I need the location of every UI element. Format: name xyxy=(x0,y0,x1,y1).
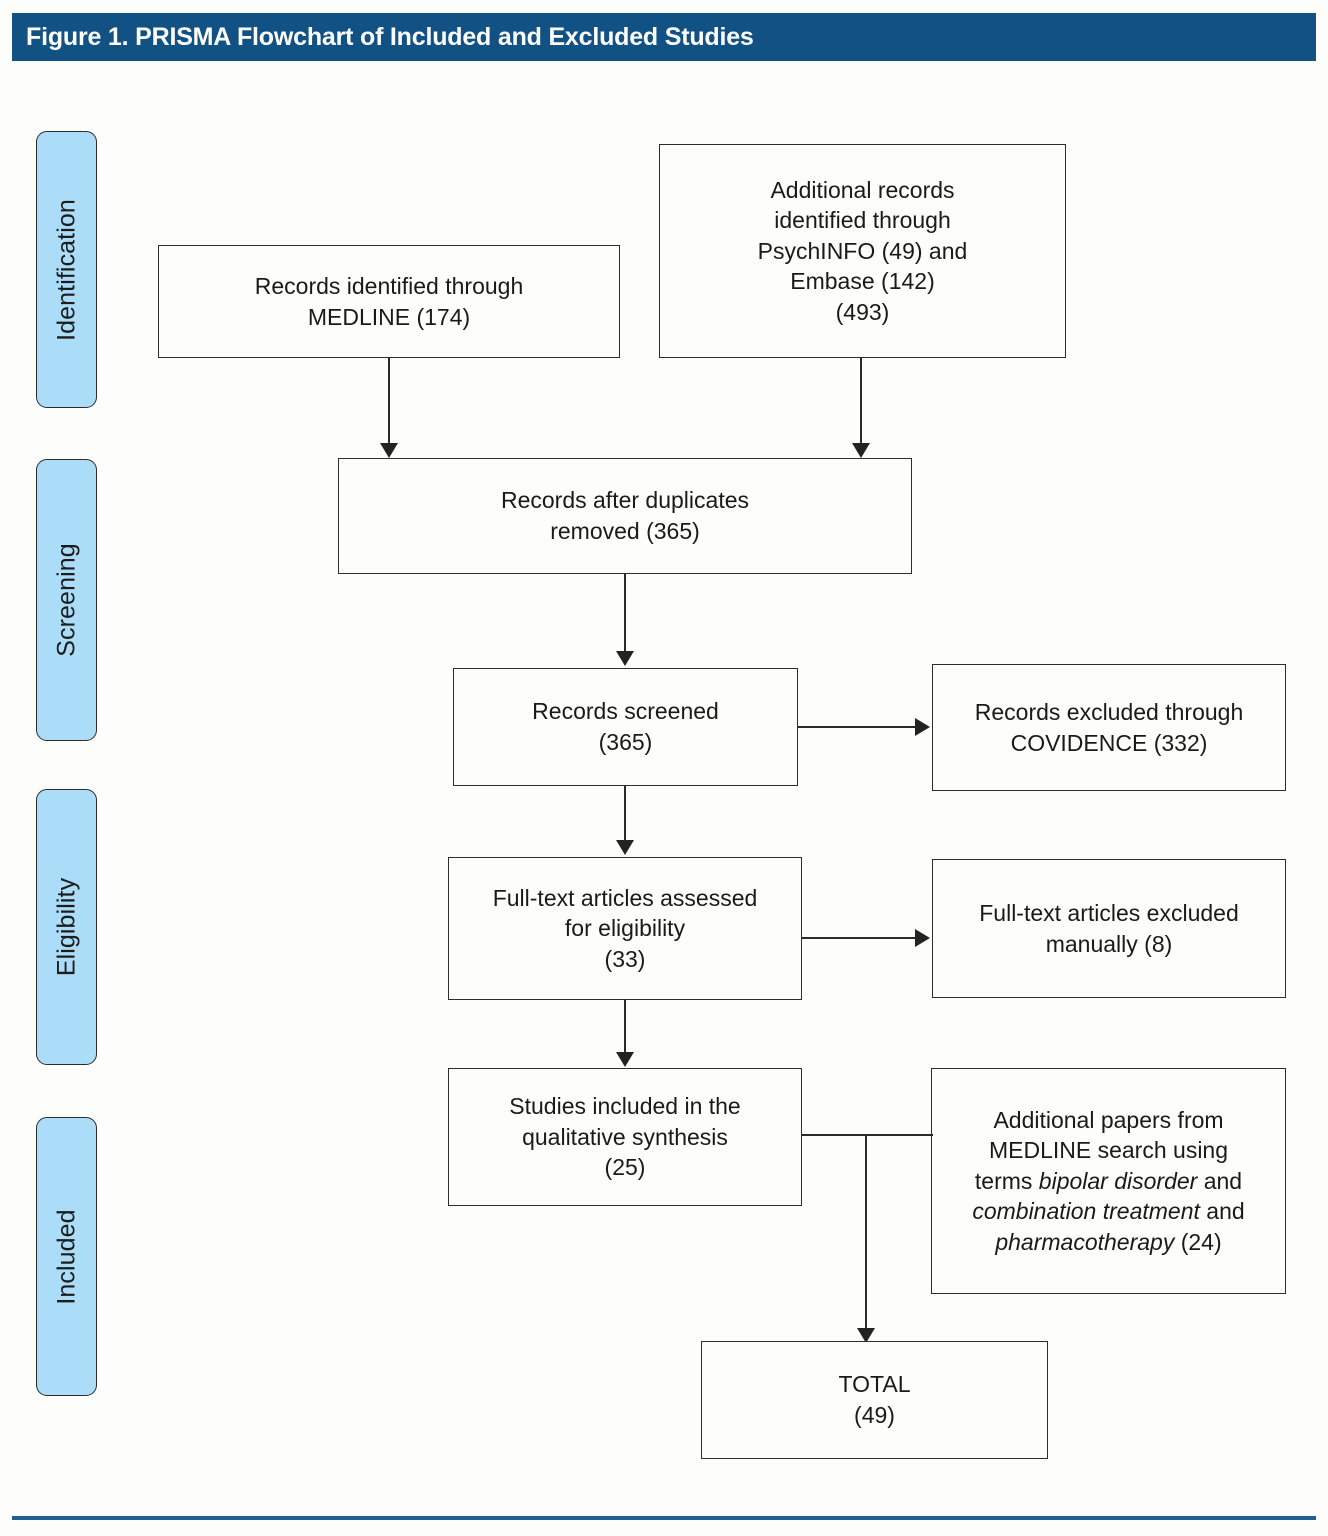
box-additional-records-line1: Additional records xyxy=(770,176,955,203)
box-additional-papers: Additional papers from MEDLINE search us… xyxy=(931,1068,1286,1294)
box-fulltext-assessed-line1: Full-text articles assessed xyxy=(492,884,758,911)
stage-label-screening-text: Screening xyxy=(52,543,80,657)
connector-junction-to-total-arrow xyxy=(857,1328,875,1343)
stage-label-included: Included xyxy=(36,1117,97,1396)
box-additional-papers-line4-post: and xyxy=(1199,1198,1245,1225)
connector-screened-to-excluded-line xyxy=(798,726,917,729)
box-medline-line2: MEDLINE (174) xyxy=(307,303,471,330)
box-additional-records-line5: (493) xyxy=(835,298,890,325)
box-medline-records: Records identified through MEDLINE (174) xyxy=(158,245,620,358)
connector-screened-to-fulltext-line xyxy=(624,786,627,842)
connector-duplicates-to-screened-arrow xyxy=(616,651,634,666)
box-duplicates-removed-line2: removed (365) xyxy=(550,518,700,544)
box-records-screened-line1: Records screened xyxy=(532,698,719,725)
box-records-excluded-line1: Records excluded through xyxy=(974,698,1244,725)
box-studies-included-line2: qualitative synthesis xyxy=(522,1123,728,1150)
box-duplicates-removed: Records after duplicates removed (365) xyxy=(338,458,912,574)
box-studies-included-line1: Studies included in the xyxy=(509,1093,741,1120)
box-additional-papers-line3-post: and xyxy=(1197,1167,1243,1194)
box-studies-included: Studies included in the qualitative synt… xyxy=(448,1068,802,1206)
box-fulltext-excluded-line1: Full-text articles excluded xyxy=(979,899,1239,926)
box-additional-papers-line2: MEDLINE search using xyxy=(988,1137,1229,1164)
box-additional-papers-line4: combination treatment and xyxy=(940,1196,1277,1227)
connector-medline-to-duplicates-line xyxy=(388,358,391,445)
box-additional-records-line2: identified through xyxy=(774,207,951,234)
connector-fulltext-to-excluded-line xyxy=(802,937,917,940)
connector-junction-to-total-line xyxy=(865,1134,868,1330)
connector-fulltext-to-excluded-arrow xyxy=(915,929,930,947)
connector-junction-horizontal xyxy=(802,1134,933,1137)
box-records-screened-line2: (365) xyxy=(598,729,653,755)
box-total-line1: TOTAL xyxy=(838,1371,911,1398)
box-medline-line1: Records identified through xyxy=(254,272,524,299)
box-additional-papers-line1: Additional papers from xyxy=(993,1106,1224,1133)
connector-additional-to-duplicates-arrow xyxy=(852,443,870,458)
box-total: TOTAL (49) xyxy=(701,1341,1048,1459)
stage-label-identification-text: Identification xyxy=(52,198,80,341)
box-additional-records: Additional records identified through Ps… xyxy=(659,144,1066,358)
box-duplicates-removed-line1: Records after duplicates xyxy=(500,487,749,514)
stage-label-eligibility-text: Eligibility xyxy=(52,877,80,977)
box-records-excluded-line2: COVIDENCE (332) xyxy=(1010,729,1208,756)
search-term-combination-treatment: combination treatment xyxy=(972,1198,1200,1225)
footer-rule xyxy=(12,1516,1316,1520)
box-additional-papers-line3: terms bipolar disorder and xyxy=(940,1166,1277,1197)
box-fulltext-assessed-line2: for eligibility xyxy=(564,915,686,942)
connector-fulltext-to-included-line xyxy=(624,1000,627,1054)
box-additional-papers-line5: pharmacotherapy (24) xyxy=(940,1227,1277,1258)
box-additional-papers-line5-post: (24) xyxy=(1174,1228,1222,1255)
box-additional-records-line3: PsychINFO (49) and xyxy=(757,237,968,264)
box-studies-included-line3: (25) xyxy=(604,1154,646,1181)
connector-fulltext-to-included-arrow xyxy=(616,1052,634,1067)
stage-label-identification: Identification xyxy=(36,131,97,408)
box-fulltext-excluded-line2: manually (8) xyxy=(1045,930,1173,957)
box-records-excluded: Records excluded through COVIDENCE (332) xyxy=(932,664,1286,791)
box-additional-records-line4: Embase (142) xyxy=(790,268,935,295)
search-term-pharmacotherapy: pharmacotherapy xyxy=(995,1228,1175,1255)
box-fulltext-excluded: Full-text articles excluded manually (8) xyxy=(932,859,1286,998)
box-fulltext-assessed: Full-text articles assessed for eligibil… xyxy=(448,857,802,1000)
stage-label-eligibility: Eligibility xyxy=(36,789,97,1065)
box-records-screened: Records screened (365) xyxy=(453,668,798,786)
connector-screened-to-excluded-arrow xyxy=(915,718,930,736)
connector-additional-to-duplicates-line xyxy=(860,358,863,445)
figure-title-bar: Figure 1. PRISMA Flowchart of Included a… xyxy=(12,13,1316,61)
stage-label-screening: Screening xyxy=(36,459,97,741)
page-title: Figure 1. PRISMA Flowchart of Included a… xyxy=(26,22,754,51)
search-term-bipolar-disorder: bipolar disorder xyxy=(1038,1167,1198,1194)
box-fulltext-assessed-line3: (33) xyxy=(604,945,646,972)
connector-duplicates-to-screened-line xyxy=(624,574,627,653)
connector-screened-to-fulltext-arrow xyxy=(616,840,634,855)
box-total-line2: (49) xyxy=(854,1402,895,1428)
stage-label-included-text: Included xyxy=(52,1208,80,1305)
box-additional-papers-line3-pre: terms xyxy=(974,1167,1039,1194)
connector-medline-to-duplicates-arrow xyxy=(380,443,398,458)
